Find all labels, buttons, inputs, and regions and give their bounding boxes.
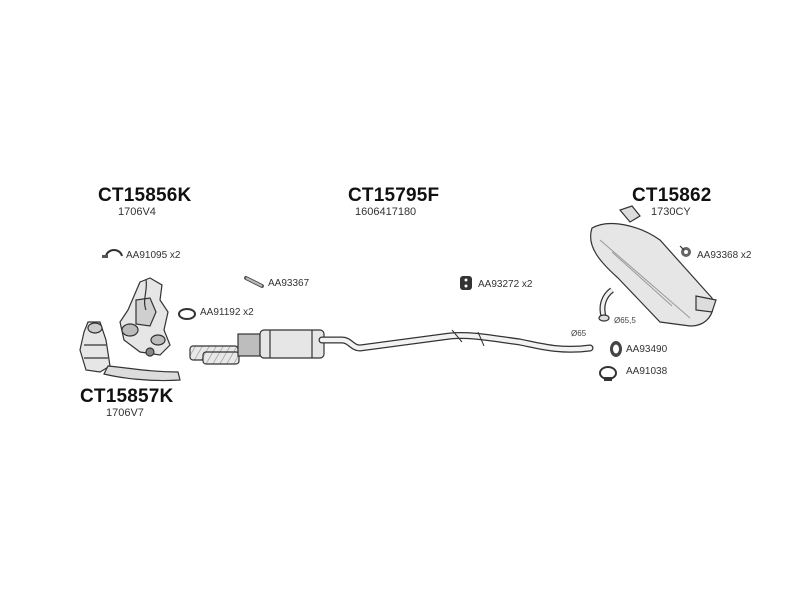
- gasket-aa93367-icon: [244, 276, 264, 288]
- rubber-mount-aa93272-icon: [460, 276, 472, 290]
- part-label-aa93272: AA93272 x2: [478, 279, 533, 290]
- part-label-aa93368: AA93368 x2: [697, 250, 752, 261]
- assembly-code-ct15795f: CT15795F: [348, 185, 440, 206]
- clamp-aa91038-icon: [599, 366, 617, 381]
- assembly-ref-1730cy: 1730CY: [651, 206, 691, 218]
- assembly-ref-1706v4: 1706V4: [118, 206, 156, 218]
- part-label-aa91095: AA91095 x2: [126, 250, 181, 261]
- dimension-label-65-5: Ø65,5: [614, 316, 636, 325]
- rear-silencer-drawing: [590, 205, 717, 327]
- part-label-aa91038: AA91038: [626, 366, 668, 377]
- clamp-aa91095-icon: [102, 249, 123, 258]
- rubber-mount-aa93368-icon: [679, 245, 691, 257]
- front-pipe-drawing: [189, 329, 325, 365]
- gasket-aa93490-icon: [610, 341, 622, 357]
- assembly-ref-1706v7: 1706V7: [106, 407, 144, 419]
- catalyst-upper-drawing: [119, 277, 171, 357]
- part-label-aa93367: AA93367: [268, 278, 310, 289]
- assembly-code-ct15862: CT15862: [632, 185, 712, 206]
- part-label-aa93490: AA93490: [626, 344, 668, 355]
- assembly-ref-1606417180: 1606417180: [355, 206, 417, 218]
- assembly-code-ct15857k: CT15857K: [80, 386, 174, 407]
- part-label-aa91192: AA91192 x2: [200, 307, 254, 318]
- dimension-label-65: Ø65: [571, 329, 587, 338]
- clamp-aa91192-icon: [178, 308, 196, 320]
- catalyst-lower-drawing: [79, 321, 181, 382]
- assembly-code-ct15856k: CT15856K: [98, 185, 192, 206]
